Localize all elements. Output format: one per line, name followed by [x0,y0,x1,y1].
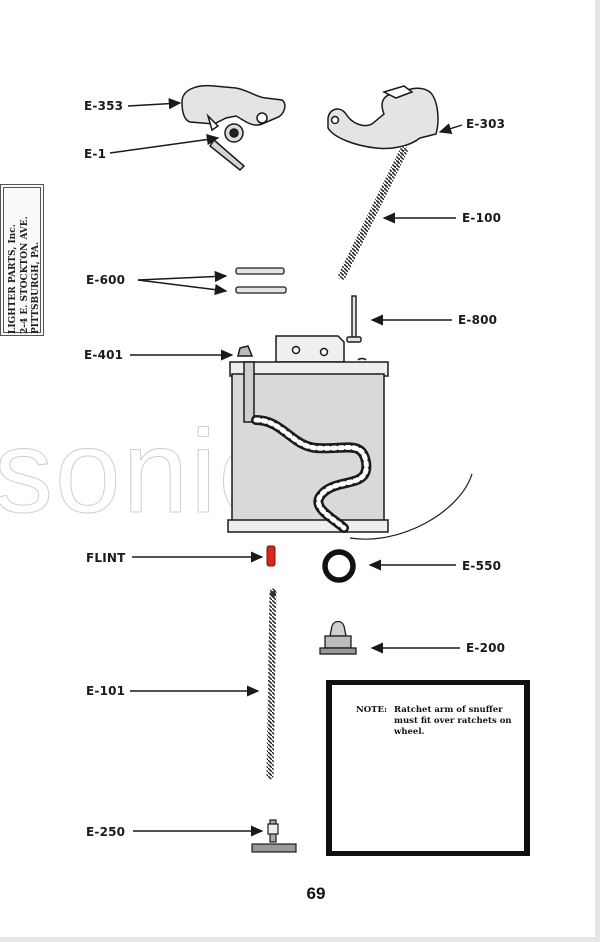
leader-lines [109,98,463,837]
label-e600: E-600 [86,273,126,287]
part-e303-drawing [327,85,439,150]
part-e100-drawing [338,146,408,280]
part-e250-drawing [251,819,297,853]
leader-e600-a [137,270,228,283]
company-stamp: LIGHTER PARTS, Inc. 2-4 E. STOCKTON AVE.… [0,184,44,336]
label-e101: E-101 [86,684,126,698]
page-edge-right [595,0,600,942]
leader-e303 [438,123,463,134]
label-e1: E-1 [84,147,107,161]
page-edge-bottom [0,937,600,942]
part-e800-drawing [346,295,362,343]
label-e100: E-100 [462,211,502,225]
part-e200-drawing [319,620,357,655]
part-e353-drawing [181,84,286,172]
note-box: NOTE: Ratchet arm of snuffer must fit ov… [326,680,530,856]
leader-e353 [127,98,182,110]
label-flint: FLINT [86,551,126,565]
note-heading: NOTE: [356,705,388,715]
part-flint-drawing [266,545,276,567]
part-e101-drawing [266,588,277,780]
label-e250: E-250 [86,825,126,839]
label-e550: E-550 [462,559,502,573]
leader-e1 [109,133,220,154]
note-text: Ratchet arm of snuffer must fit over rat… [394,705,512,737]
label-e353: E-353 [84,99,124,113]
part-e401-drawing [227,335,473,540]
part-e600-drawing [235,267,287,294]
label-e303: E-303 [466,117,506,131]
page-number: 69 [306,884,326,903]
label-e200: E-200 [466,641,506,655]
label-e401: E-401 [84,348,124,362]
label-e800: E-800 [458,313,498,327]
part-e550-drawing [322,549,356,583]
leader-e600-b [137,279,228,296]
